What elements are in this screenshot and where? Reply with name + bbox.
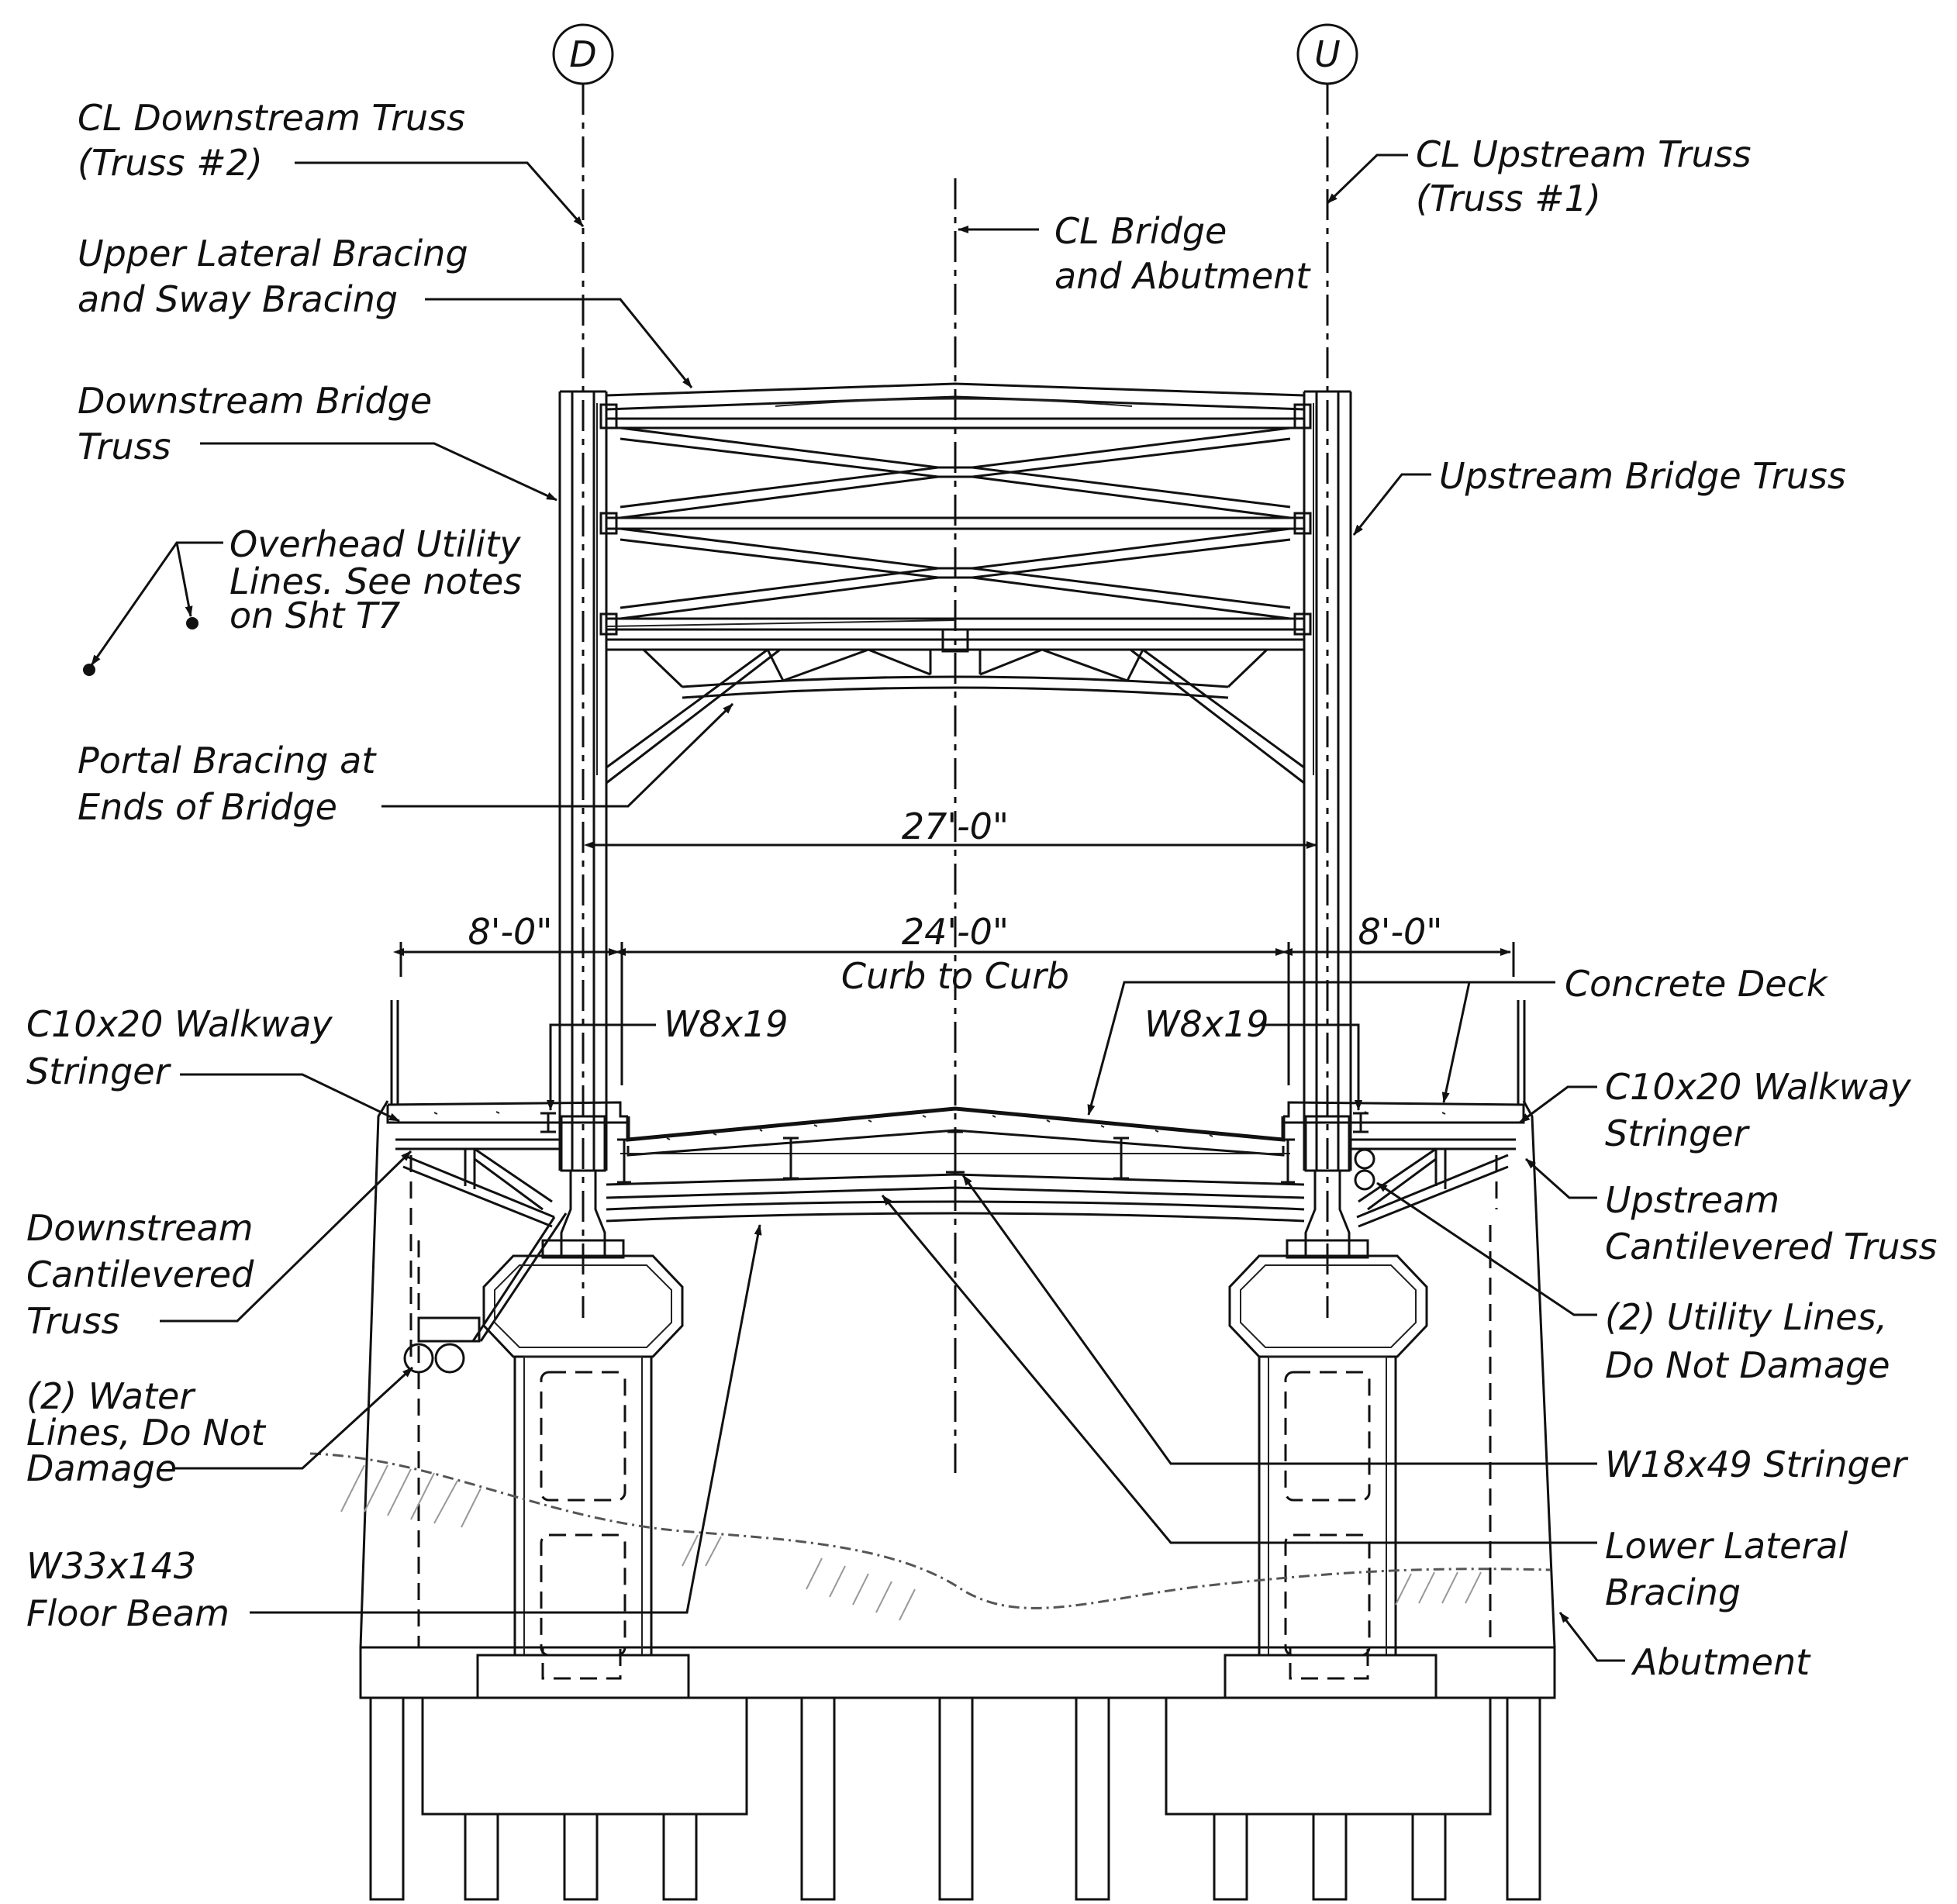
utility-line-pipes xyxy=(1354,1148,1375,1191)
label-overhead-utility-lines: Overhead Utility Lines. See notes on Sht… xyxy=(83,523,522,676)
dimension-curb-to-curb: 24'-0" Curb to Curb xyxy=(399,911,1515,1085)
dimension-walkway-left: 8'-0" xyxy=(393,911,620,956)
svg-text:Overhead Utility: Overhead Utility xyxy=(230,523,521,565)
label-cl-downstream-truss: CL Downstream Truss (Truss #2) xyxy=(78,97,585,227)
svg-text:Bracing: Bracing xyxy=(1605,1571,1741,1613)
label-lower-lateral-bracing: Lower Lateral Bracing xyxy=(881,1195,1848,1613)
label-portal-bracing: Portal Bracing at Ends of Bridge xyxy=(78,702,734,828)
sway-bracing xyxy=(599,382,1312,651)
stringers xyxy=(540,1112,1369,1184)
svg-text:Lines, Do Not: Lines, Do Not xyxy=(26,1412,267,1454)
svg-text:W33x143: W33x143 xyxy=(26,1545,196,1587)
label-downstream-cantilevered-truss: Downstream Cantilevered Truss xyxy=(26,1150,412,1342)
svg-text:U: U xyxy=(1314,33,1341,75)
svg-text:W18x49 Stringer: W18x49 Stringer xyxy=(1605,1444,1909,1485)
pier-downstream xyxy=(476,1254,690,1699)
svg-text:W8x19: W8x19 xyxy=(1144,1003,1269,1045)
dimension-walkway-right: 8'-0" xyxy=(1282,911,1511,956)
downstream-cantilevered-truss xyxy=(395,1138,568,1343)
dimension-label-curb-to-curb: Curb to Curb xyxy=(841,955,1069,997)
label-floor-beam: W33x143 Floor Beam xyxy=(26,1224,762,1634)
label-walkway-stringer-left: C10x20 Walkway Stringer xyxy=(26,1003,400,1123)
label-downstream-bridge-truss: Downstream Bridge Truss xyxy=(78,380,557,502)
svg-text:W8x19: W8x19 xyxy=(664,1003,789,1045)
svg-text:CL Downstream Truss: CL Downstream Truss xyxy=(78,97,465,139)
grid-marker-u: U xyxy=(1296,23,1358,85)
label-abutment: Abutment xyxy=(1558,1612,1811,1683)
label-w8x19-right: W8x19 xyxy=(1144,1003,1362,1111)
svg-text:Cantilevered: Cantilevered xyxy=(26,1254,254,1295)
label-w18x49-stringer: W18x49 Stringer xyxy=(961,1174,1909,1485)
svg-text:CL Upstream Truss: CL Upstream Truss xyxy=(1416,133,1752,175)
label-walkway-stringer-right: C10x20 Walkway Stringer xyxy=(1519,1066,1911,1154)
svg-text:Ends of Bridge: Ends of Bridge xyxy=(78,786,337,828)
svg-text:and Sway Bracing: and Sway Bracing xyxy=(78,278,398,320)
svg-text:Stringer: Stringer xyxy=(26,1050,172,1092)
svg-text:Floor Beam: Floor Beam xyxy=(26,1592,230,1634)
svg-text:(Truss #1): (Truss #1) xyxy=(1416,178,1601,219)
railings xyxy=(390,1000,1526,1105)
svg-text:Upstream: Upstream xyxy=(1605,1179,1779,1221)
svg-text:C10x20 Walkway: C10x20 Walkway xyxy=(1605,1066,1911,1108)
svg-text:Upper Lateral Bracing: Upper Lateral Bracing xyxy=(78,233,468,274)
abutment xyxy=(359,1100,1556,1699)
svg-text:Do Not Damage: Do Not Damage xyxy=(1605,1344,1890,1386)
label-upper-lateral-bracing: Upper Lateral Bracing and Sway Bracing xyxy=(78,233,693,388)
label-upstream-bridge-truss: Upstream Bridge Truss xyxy=(1352,455,1846,536)
pier-upstream xyxy=(1224,1254,1438,1699)
svg-text:Lower Lateral: Lower Lateral xyxy=(1605,1525,1848,1567)
svg-text:CL Bridge: CL Bridge xyxy=(1054,210,1227,252)
svg-text:D: D xyxy=(569,33,596,75)
svg-text:Downstream Bridge: Downstream Bridge xyxy=(78,380,432,422)
svg-text:on Sht T7: on Sht T7 xyxy=(230,595,400,636)
dimension-label-24ft: 24'-0" xyxy=(902,911,1009,953)
svg-text:Abutment: Abutment xyxy=(1631,1641,1811,1683)
water-line-pipes xyxy=(403,1343,465,1374)
svg-text:Truss: Truss xyxy=(26,1300,120,1342)
svg-text:8'-0": 8'-0" xyxy=(1358,911,1443,953)
svg-text:Upstream Bridge Truss: Upstream Bridge Truss xyxy=(1439,455,1846,497)
label-utility-lines: (2) Utility Lines, Do Not Damage xyxy=(1376,1181,1890,1386)
svg-text:Concrete Deck: Concrete Deck xyxy=(1565,963,1829,1005)
svg-text:(2) Water: (2) Water xyxy=(26,1375,196,1417)
svg-text:Stringer: Stringer xyxy=(1605,1112,1751,1154)
upstream-cantilevered-truss xyxy=(1351,1138,1516,1228)
svg-text:Cantilevered Truss: Cantilevered Truss xyxy=(1605,1226,1937,1268)
grid-marker-d: D xyxy=(552,23,614,85)
label-cl-bridge: CL Bridge and Abutment xyxy=(958,210,1311,297)
footings-and-piles xyxy=(369,1696,1541,1901)
label-water-lines: (2) Water Lines, Do Not Damage xyxy=(26,1366,414,1489)
svg-text:(Truss #2): (Truss #2) xyxy=(78,142,263,184)
svg-text:Lines. See notes: Lines. See notes xyxy=(230,561,522,602)
label-upstream-cantilevered-truss: Upstream Cantilevered Truss xyxy=(1525,1157,1937,1268)
svg-text:C10x20 Walkway: C10x20 Walkway xyxy=(26,1003,333,1045)
svg-text:(2) Utility Lines,: (2) Utility Lines, xyxy=(1605,1296,1887,1338)
dimension-truss-spacing: 27'-0" xyxy=(584,805,1317,849)
svg-text:and Abutment: and Abutment xyxy=(1054,255,1311,297)
ground-line xyxy=(309,1452,1551,1621)
truss-frame xyxy=(558,390,1352,1171)
svg-text:Truss: Truss xyxy=(78,426,171,467)
label-cl-upstream-truss: CL Upstream Truss (Truss #1) xyxy=(1326,133,1752,219)
floor-beam xyxy=(606,1173,1305,1223)
svg-text:8'-0": 8'-0" xyxy=(468,911,553,953)
svg-text:Portal Bracing at: Portal Bracing at xyxy=(78,740,377,781)
portal-bracing xyxy=(606,628,1305,785)
label-concrete-deck: Concrete Deck xyxy=(1087,963,1829,1116)
label-w8x19-left: W8x19 xyxy=(547,1003,789,1111)
svg-text:Downstream: Downstream xyxy=(26,1207,254,1249)
dimension-label-27ft: 27'-0" xyxy=(902,805,1009,847)
svg-text:Damage: Damage xyxy=(26,1447,177,1489)
